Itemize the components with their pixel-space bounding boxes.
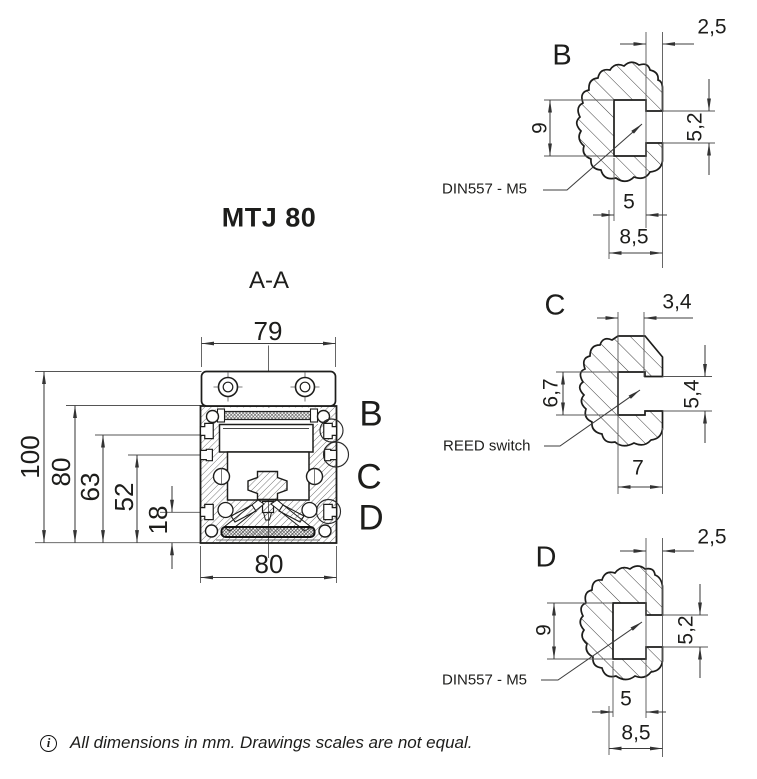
detail-b-label: B <box>552 39 572 72</box>
detail-view-b <box>543 32 715 268</box>
info-icon: i <box>40 734 57 752</box>
detail-d-dim-right: 5,2 <box>674 615 698 645</box>
detail-b-dim-slot: 5 <box>623 190 635 214</box>
detail-b-leader <box>543 123 643 191</box>
detail-d-label: D <box>535 541 557 574</box>
detail-c-blob <box>578 335 664 447</box>
detail-view-d <box>541 538 708 757</box>
detail-b-dim-top: 2,5 <box>697 15 727 39</box>
dim-height-100: 100 <box>15 435 45 479</box>
dim-bottom-width: 80 <box>254 549 284 579</box>
detail-c-dim-top: 3,4 <box>662 290 692 314</box>
dim-height-18: 18 <box>143 505 173 535</box>
screw-right <box>294 376 316 398</box>
marker-letter-c: C <box>356 457 382 497</box>
dim-height-80: 80 <box>46 457 76 487</box>
detail-d-leader <box>541 621 643 681</box>
shaft-profile <box>247 470 288 501</box>
detail-marker-circles <box>315 418 350 525</box>
detail-b-dim-bottom: 8,5 <box>619 225 649 249</box>
page-title: MTJ 80 <box>221 202 317 233</box>
detail-d-dim-bottom: 8,5 <box>621 721 651 745</box>
footer-note-text: All dimensions in mm. Drawings scales ar… <box>70 733 473 752</box>
section-label: A-A <box>248 267 290 294</box>
screw-left <box>217 376 239 398</box>
detail-c-leader <box>544 389 641 447</box>
dim-height-52: 52 <box>109 482 139 512</box>
detail-d-callout: DIN557 - M5 <box>442 671 528 689</box>
detail-c-callout: REED switch <box>443 437 531 455</box>
detail-view-c <box>544 312 712 494</box>
footer-note: i All dimensions in mm. Drawings scales … <box>40 733 473 753</box>
marker-letter-d: D <box>358 498 384 538</box>
detail-c-label: C <box>544 289 566 322</box>
detail-c-dim-left: 6,7 <box>539 378 563 408</box>
detail-b-blob <box>575 61 664 183</box>
detail-c-dim-right: 5,4 <box>680 379 704 409</box>
detail-d-dim-left: 9 <box>532 624 556 636</box>
detail-b-callout: DIN557 - M5 <box>442 180 528 198</box>
detail-d-dim-slot: 5 <box>620 687 632 711</box>
mounting-plate <box>200 370 337 407</box>
marker-letter-b: B <box>359 394 383 434</box>
dim-top-width: 79 <box>253 316 283 346</box>
detail-d-blob <box>579 565 664 681</box>
detail-b-dim-left: 9 <box>528 122 552 134</box>
main-section-view <box>35 337 350 583</box>
detail-b-dim-right: 5,2 <box>683 112 707 142</box>
dim-height-63: 63 <box>75 472 105 502</box>
detail-c-dim-bottom: 7 <box>632 456 644 480</box>
detail-d-dim-top: 2,5 <box>697 525 727 549</box>
